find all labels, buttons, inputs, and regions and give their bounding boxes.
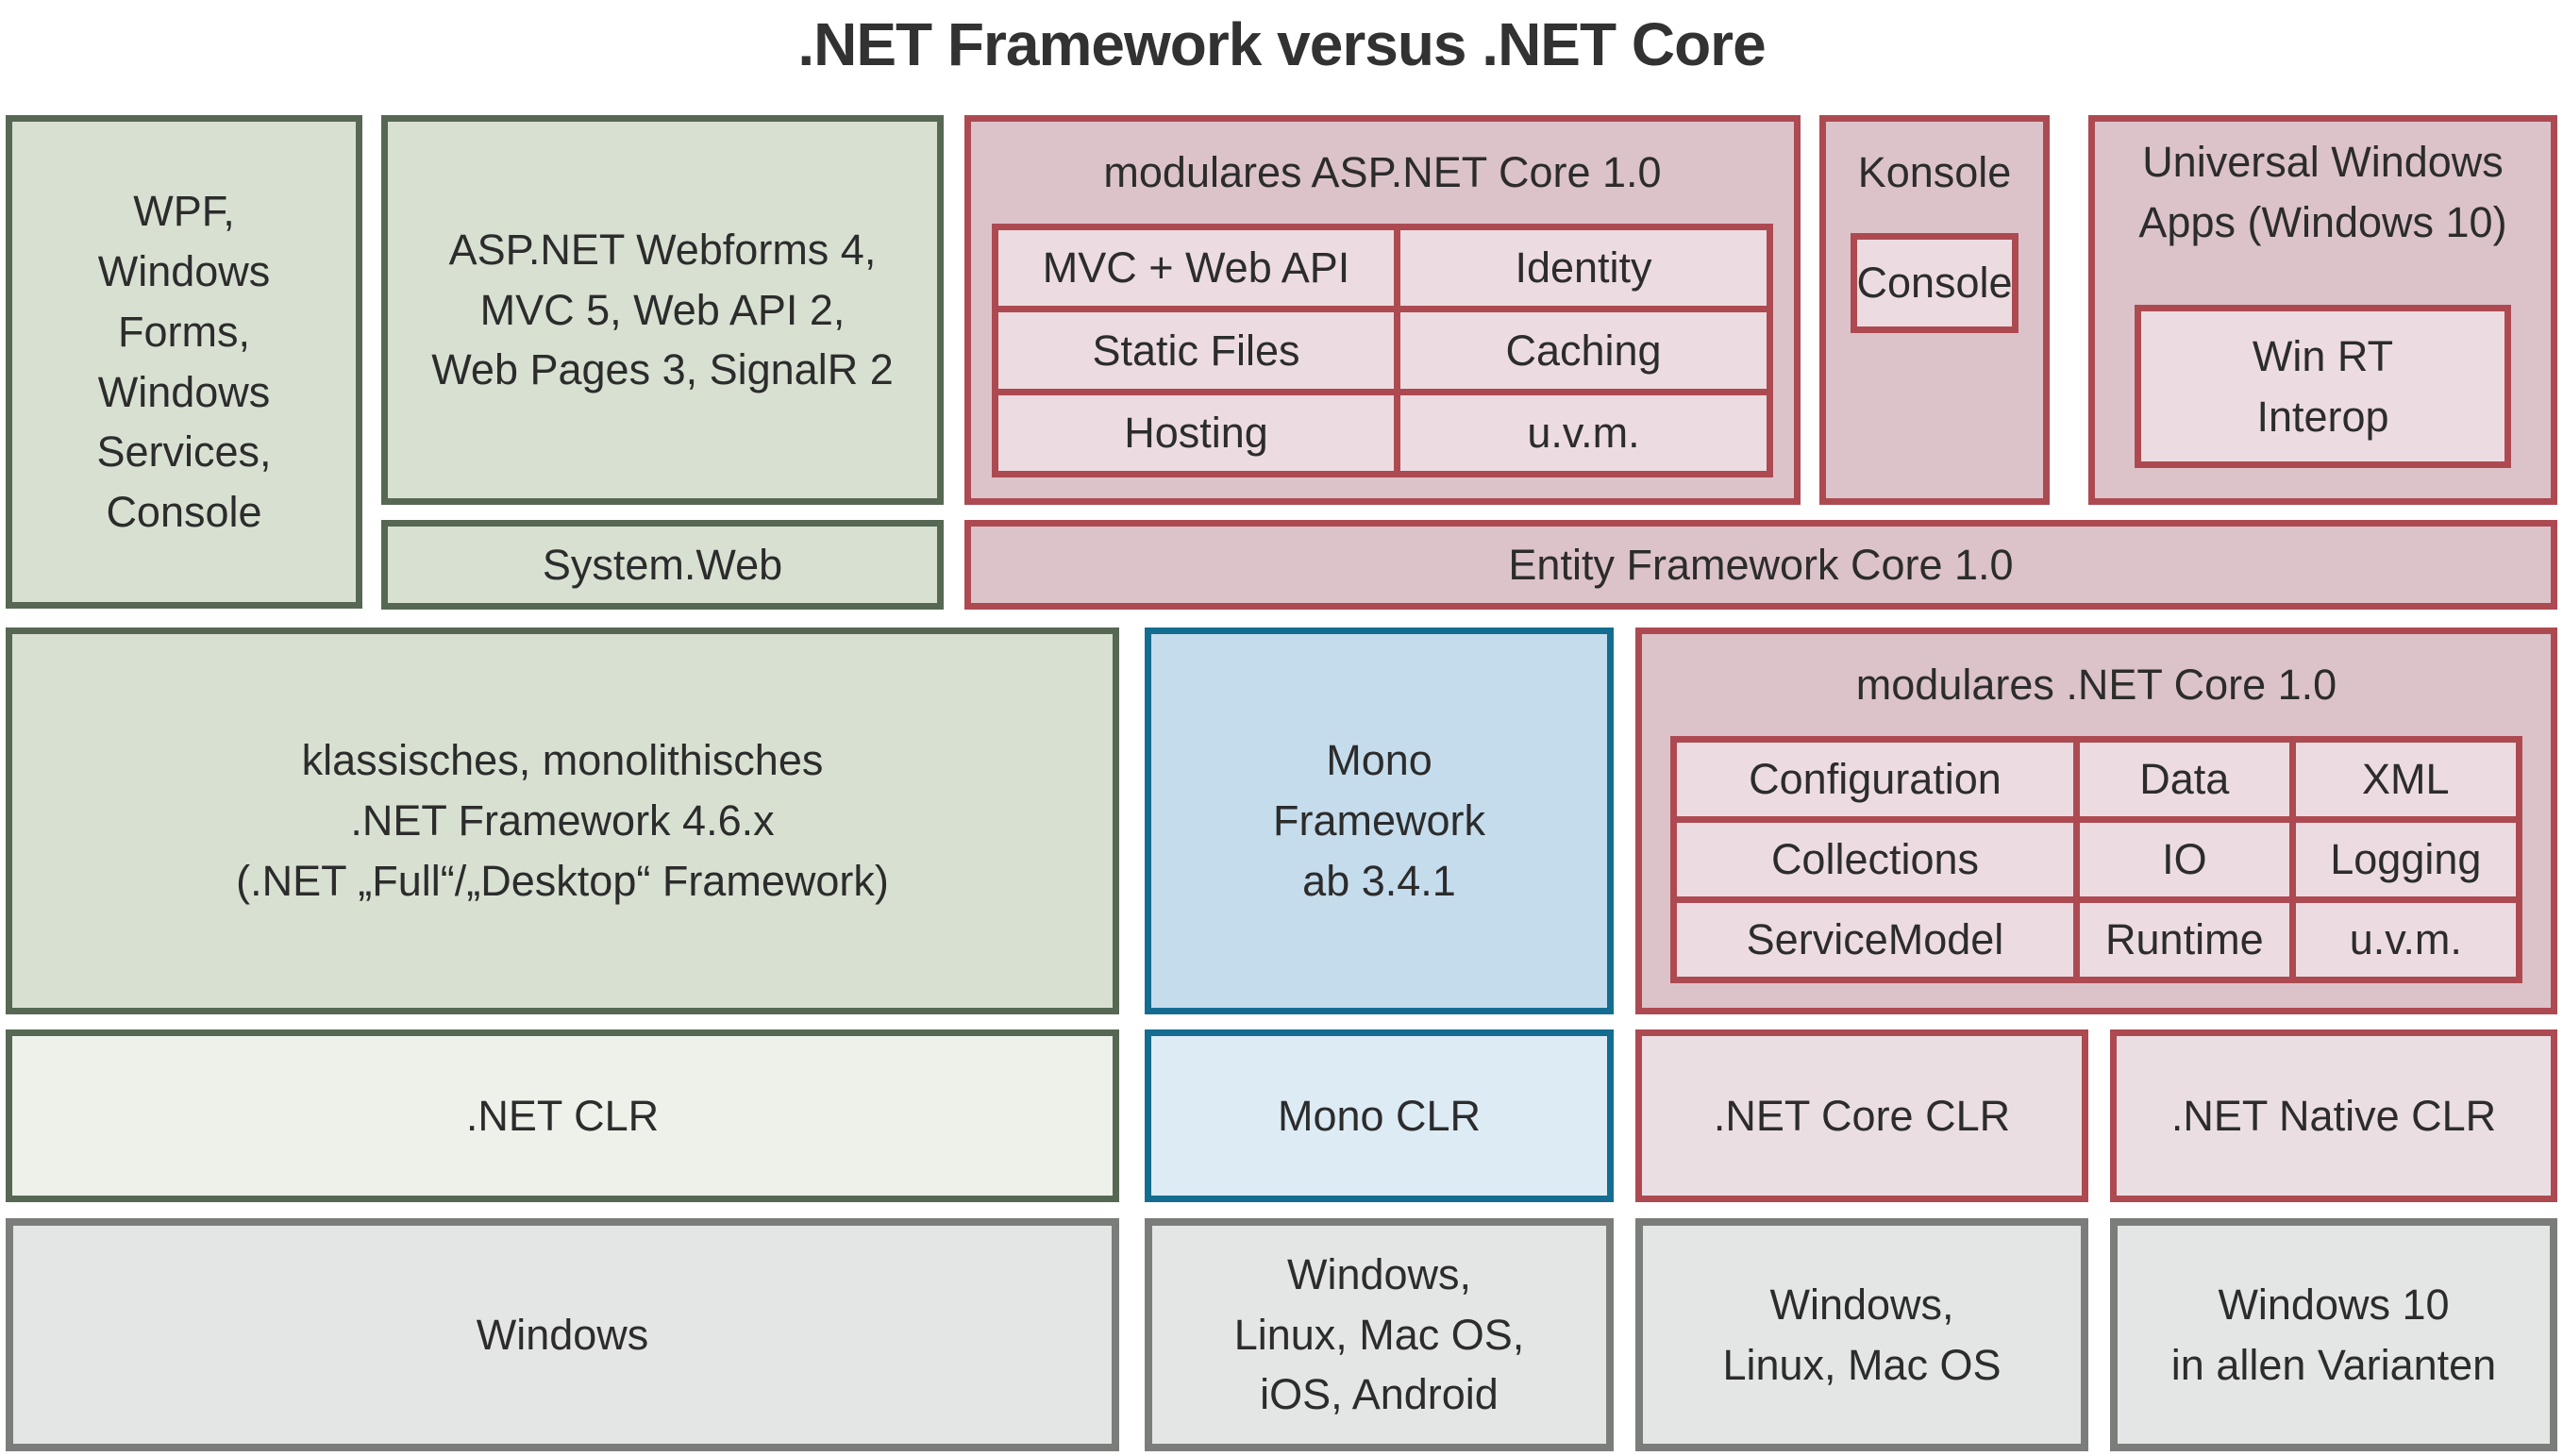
box-net-core-clr: .NET Core CLR — [1635, 1029, 2088, 1202]
module-hosting: Hosting — [998, 394, 1395, 471]
box-os-windows: Windows — [6, 1218, 1119, 1451]
universal-windows-apps-title: Universal Windows Apps (Windows 10) — [2138, 138, 2507, 246]
module-xml: XML — [2295, 743, 2516, 816]
box-mono-framework: Mono Framework ab 3.4.1 — [1145, 628, 1614, 1014]
module-uvm: u.v.m. — [1400, 394, 1767, 471]
box-wpf-winforms-services-console: WPF, Windows Forms, Windows Services, Co… — [6, 115, 362, 609]
module-runtime: Runtime — [2079, 903, 2289, 977]
module-winrt-interop: Win RT Interop — [2135, 305, 2511, 468]
konsole-title: Konsole — [1857, 148, 2012, 197]
diagram-title: .NET Framework versus .NET Core — [797, 10, 1766, 78]
module-caching: Caching — [1400, 312, 1767, 389]
box-modular-net-core: modulares .NET Core 1.0 Configuration Da… — [1635, 628, 2557, 1014]
box-universal-windows-apps: Universal Windows Apps (Windows 10) Win … — [2088, 115, 2557, 505]
box-net-native-clr: .NET Native CLR — [2110, 1029, 2557, 1202]
module-servicemodel: ServiceModel — [1677, 903, 2073, 977]
module-mvc-web-api: MVC + Web API — [998, 230, 1395, 307]
box-classic-net-framework: klassisches, monolithisches .NET Framewo… — [6, 628, 1119, 1014]
box-mono-clr: Mono CLR — [1145, 1029, 1614, 1202]
module-collections: Collections — [1677, 823, 2073, 896]
module-identity: Identity — [1400, 230, 1767, 307]
box-konsole: Konsole Console — [1819, 115, 2050, 505]
module-configuration: Configuration — [1677, 743, 2073, 816]
box-os-windows10-all-variants: Windows 10 in allen Varianten — [2110, 1218, 2557, 1451]
net-core-module-grid: Configuration Data XML Collections IO Lo… — [1670, 736, 2522, 983]
box-aspnet-webforms: ASP.NET Webforms 4, MVC 5, Web API 2, We… — [381, 115, 944, 505]
module-io: IO — [2079, 823, 2289, 896]
box-net-clr: .NET CLR — [6, 1029, 1119, 1202]
box-os-windows-linux-mac: Windows, Linux, Mac OS — [1635, 1218, 2088, 1451]
module-data: Data — [2079, 743, 2289, 816]
aspnet-core-module-grid: MVC + Web API Identity Static Files Cach… — [992, 224, 1773, 477]
module-console: Console — [1851, 233, 2019, 333]
module-logging: Logging — [2295, 823, 2516, 896]
box-os-windows-linux-mac-ios-android: Windows, Linux, Mac OS, iOS, Android — [1145, 1218, 1614, 1451]
box-modular-aspnet-core: modulares ASP.NET Core 1.0 MVC + Web API… — [964, 115, 1801, 505]
net-core-title: modulares .NET Core 1.0 — [1855, 661, 2337, 710]
module-static-files: Static Files — [998, 312, 1395, 389]
module-uvm2: u.v.m. — [2295, 903, 2516, 977]
aspnet-core-title: modulares ASP.NET Core 1.0 — [1103, 148, 1662, 197]
box-entity-framework-core: Entity Framework Core 1.0 — [964, 520, 2557, 610]
box-system-web: System.Web — [381, 520, 944, 610]
